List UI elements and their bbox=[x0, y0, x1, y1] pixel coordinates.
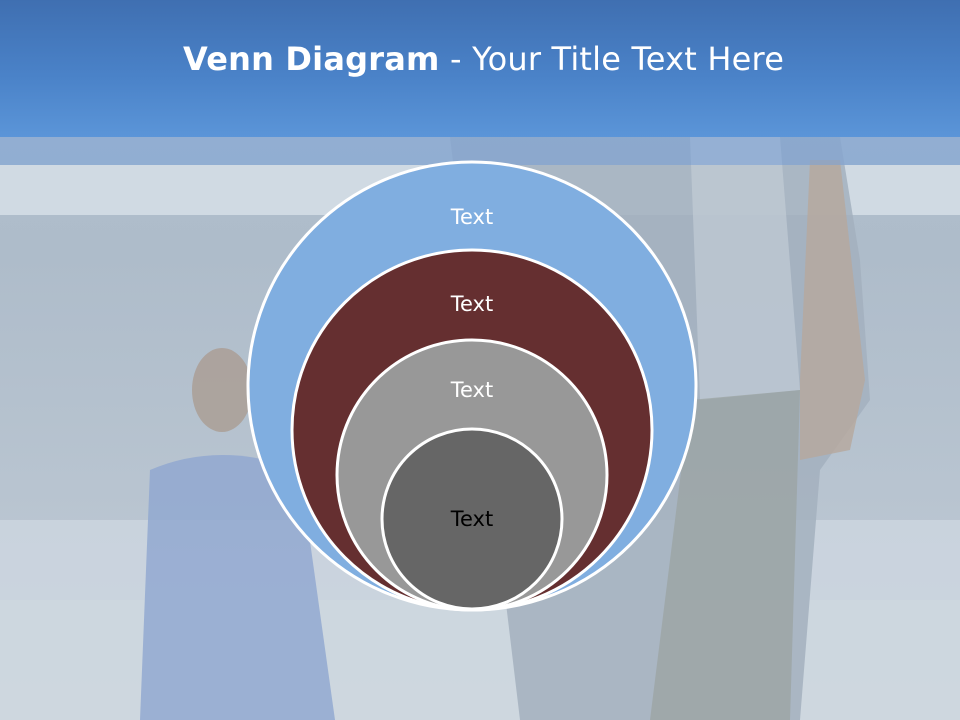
title-bar bbox=[0, 0, 960, 137]
circle-inner bbox=[380, 427, 564, 611]
title-bar-shadow bbox=[0, 137, 960, 165]
label-outer: Text bbox=[450, 205, 493, 229]
slide-title-bold: Venn Diagram bbox=[183, 40, 440, 78]
slide-title: Venn Diagram - Your Title Text Here bbox=[183, 40, 784, 78]
label-second: Text bbox=[450, 292, 493, 316]
label-third: Text bbox=[450, 378, 493, 402]
slide-title-rest: - Your Title Text Here bbox=[439, 40, 785, 78]
label-inner: Text bbox=[450, 507, 493, 531]
